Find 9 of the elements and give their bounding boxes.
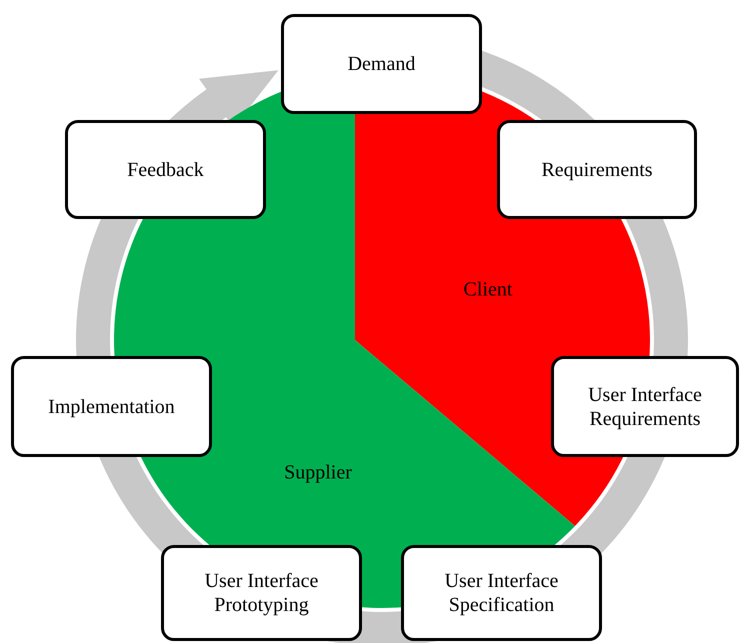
stage-box: Implementation: [11, 356, 212, 457]
stage-box: User Interface Specification: [401, 545, 602, 641]
stage-box: User Interface Prototyping: [161, 545, 362, 641]
segment-label: Client: [464, 278, 512, 302]
stage-box: Feedback: [65, 120, 266, 219]
stage-box: Requirements: [497, 120, 697, 219]
segment-label: Supplier: [284, 462, 352, 484]
stage-box: Demand: [281, 14, 482, 114]
stage-box: User Interface Requirements: [551, 356, 739, 457]
